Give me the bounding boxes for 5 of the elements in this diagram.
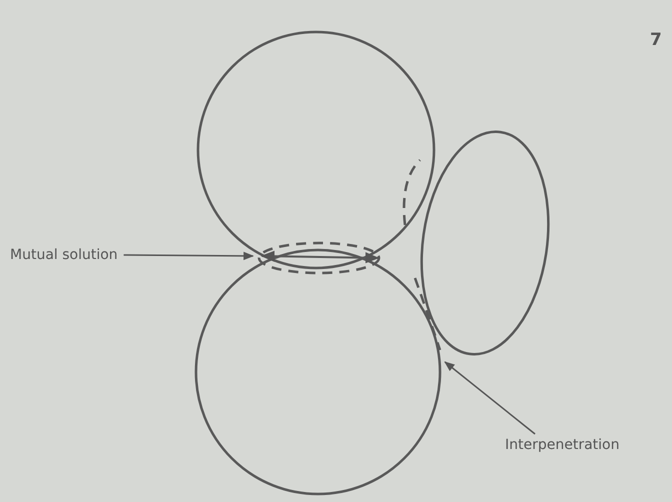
callout-label: Mutual solution — [10, 247, 118, 263]
leader-line — [444, 361, 536, 435]
callout-label: Interpenetration — [505, 437, 620, 453]
leader-line — [124, 252, 254, 260]
page-number: 7 — [650, 30, 662, 50]
